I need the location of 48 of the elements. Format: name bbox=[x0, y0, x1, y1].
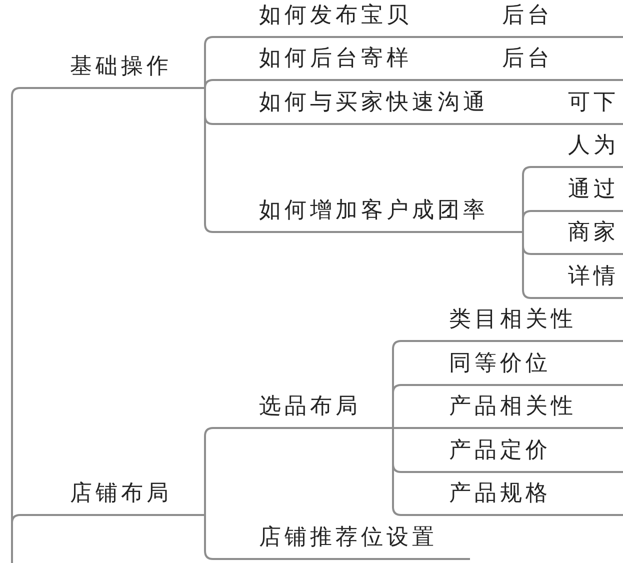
topic-text: 同等价位 bbox=[449, 350, 551, 378]
connector-line bbox=[490, 36, 498, 38]
branch-topic bbox=[213, 524, 470, 560]
branch-topic bbox=[401, 480, 623, 516]
branch-topic bbox=[401, 306, 623, 342]
topic-text: 如何增加客户成团率 bbox=[259, 197, 488, 225]
connector-line bbox=[393, 427, 401, 429]
topic-text: 商家 bbox=[568, 219, 619, 247]
branch-topic bbox=[568, 89, 623, 125]
topic-text: 后台 bbox=[502, 2, 553, 30]
connector-line bbox=[392, 384, 402, 428]
topic-text: 详情 bbox=[568, 263, 619, 291]
connector-line bbox=[11, 514, 20, 563]
topic-text: 后台 bbox=[502, 45, 553, 73]
branch-topic bbox=[213, 45, 490, 81]
connector-line bbox=[204, 79, 214, 89]
topic-text: 店铺推荐位设置 bbox=[259, 524, 438, 552]
topic-text: 如何发布宝贝 bbox=[259, 2, 412, 30]
topic-text: 产品定价 bbox=[449, 437, 551, 465]
topic-text: 店铺布局 bbox=[70, 480, 172, 508]
topic-text: 可下 bbox=[568, 89, 619, 117]
branch-topic bbox=[213, 197, 523, 233]
connector-line bbox=[560, 123, 568, 125]
topic-text: 如何与买家快速沟通 bbox=[259, 89, 488, 117]
topic-text: 如何后台寄样 bbox=[259, 45, 412, 73]
topic-text: 类目相关性 bbox=[449, 306, 576, 334]
branch-topic bbox=[20, 53, 205, 89]
branch-topic bbox=[20, 480, 205, 516]
branch-topic bbox=[401, 437, 623, 473]
branch-topic bbox=[531, 219, 623, 255]
topic-text: 通过 bbox=[568, 176, 619, 204]
branch-topic bbox=[498, 2, 623, 38]
branch-topic bbox=[531, 263, 623, 299]
connector-line bbox=[522, 210, 532, 232]
branch-topic bbox=[213, 89, 560, 125]
branch-topic bbox=[401, 393, 623, 429]
topic-text: 人为 bbox=[568, 132, 619, 160]
branch-topic bbox=[213, 2, 490, 38]
branch-topic bbox=[531, 132, 623, 168]
branch-topic bbox=[531, 176, 623, 212]
topic-text: 产品相关性 bbox=[449, 393, 576, 421]
branch-topic bbox=[498, 45, 623, 81]
topic-text: 产品规格 bbox=[449, 480, 551, 508]
topic-text: 基础操作 bbox=[70, 53, 172, 81]
topic-text: 选品布局 bbox=[259, 393, 361, 421]
branch-topic bbox=[401, 350, 623, 386]
connector-line bbox=[490, 79, 498, 81]
branch-topic bbox=[213, 393, 393, 429]
